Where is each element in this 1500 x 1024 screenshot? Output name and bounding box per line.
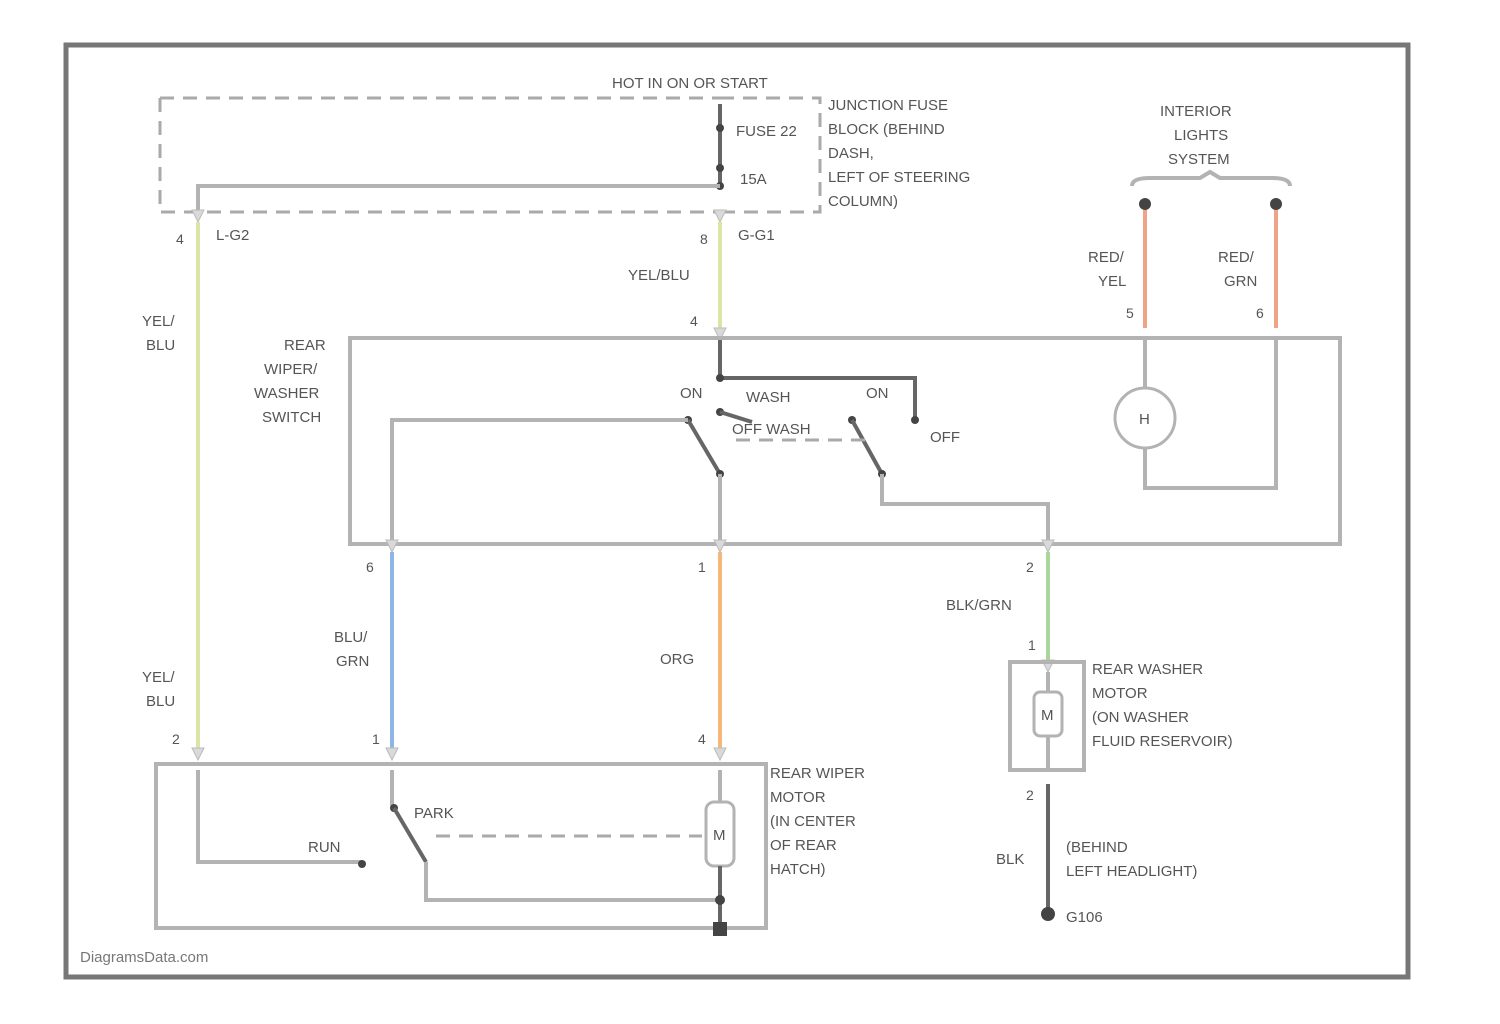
junction-box-line-4: LEFT OF STEERING [828, 169, 970, 186]
motor-run-contact [358, 860, 366, 868]
wire-label-red-yel-2: YEL [1098, 273, 1126, 290]
ground-point [1041, 907, 1055, 921]
pin-motor-mid: 1 [372, 731, 380, 747]
ground-location-line-2: LEFT HEADLIGHT) [1066, 863, 1197, 880]
switch-blade-2 [688, 420, 720, 474]
wire-label-yel-blu-bottom-2: BLU [146, 693, 175, 710]
wire-label-red-grn-1: RED/ [1218, 249, 1255, 266]
rear-wiper-motor-line-2: MOTOR [770, 789, 826, 806]
interior-lights-line-1: INTERIOR [1160, 103, 1232, 120]
switch-wire-to-pin2 [882, 474, 1048, 540]
wiper-motor-symbol-text: M [713, 827, 726, 844]
wire-label-org: ORG [660, 651, 694, 668]
rear-wiper-switch-line-4: SWITCH [262, 409, 321, 426]
interior-lights-brace [1132, 172, 1290, 186]
motor-node [715, 895, 725, 905]
rear-washer-motor-line-2: MOTOR [1092, 685, 1148, 702]
rear-washer-motor-line-3: (ON WASHER [1092, 709, 1189, 726]
switch-pos-off: OFF [930, 429, 960, 446]
pin-motor-right: 4 [698, 731, 706, 747]
pin-top-right: 8 [700, 231, 708, 247]
connector-left [192, 210, 204, 222]
pin-top-left: 4 [176, 231, 184, 247]
rear-wiper-motor-box [156, 764, 766, 928]
switch-node-feed [716, 374, 724, 382]
junction-box-line-1: JUNCTION FUSE [828, 97, 948, 114]
wire-label-red-grn-2: GRN [1224, 273, 1257, 290]
switch-contact-off [911, 416, 919, 424]
connector-motor-left [192, 748, 204, 760]
wire-label-blu-grn-1: BLU/ [334, 629, 368, 646]
pin-switch-bot-mid: 1 [698, 559, 706, 575]
switch-wire-to-pin6 [392, 420, 688, 540]
junction-box-line-3: DASH, [828, 145, 874, 162]
pin-interior-left: 5 [1126, 305, 1134, 321]
rear-wiper-motor-line-3: (IN CENTER [770, 813, 856, 830]
pin-switch-top: 4 [690, 313, 698, 329]
rear-wiper-motor-line-1: REAR WIPER [770, 765, 865, 782]
interior-lights-node-left [1139, 198, 1151, 210]
wire-label-blk: BLK [996, 851, 1024, 868]
rear-wiper-motor-line-5: HATCH) [770, 861, 826, 878]
interior-lights-line-2: LIGHTS [1174, 127, 1228, 144]
motor-ground-point [713, 922, 727, 936]
hot-in-label: HOT IN ON OR START [612, 75, 768, 92]
fuse-name-label: FUSE 22 [736, 123, 797, 140]
switch-blade-3 [852, 420, 882, 474]
wire-label-yel-blu-bottom-1: YEL/ [142, 669, 175, 686]
motor-run-label: RUN [308, 839, 341, 856]
rear-washer-motor-line-1: REAR WASHER [1092, 661, 1203, 678]
wire-label-yel-blu-top-2: BLU [146, 337, 175, 354]
wire-label-yel-blu-top-1: YEL/ [142, 313, 175, 330]
wire-label-yel-blu-right: YEL/BLU [628, 267, 690, 284]
motor-park-label: PARK [414, 805, 454, 822]
fuse-rating-label: 15A [740, 171, 767, 188]
wire-label-red-yel-1: RED/ [1088, 249, 1125, 266]
switch-pos-on2: ON [866, 385, 889, 402]
pin-interior-right: 6 [1256, 305, 1264, 321]
interior-lights-line-3: SYSTEM [1168, 151, 1230, 168]
fuse-node-mid [716, 164, 724, 172]
pin-motor-left: 2 [172, 731, 180, 747]
wire-label-blk-grn: BLK/GRN [946, 597, 1012, 614]
rear-washer-motor-line-4: FLUID RESERVOIR) [1092, 733, 1233, 750]
switch-pos-wash: WASH [746, 389, 790, 406]
motor-return-wire [426, 862, 720, 900]
rear-wiper-motor-line-4: OF REAR [770, 837, 837, 854]
switch-pos-on1: ON [680, 385, 703, 402]
connector-left-label: L-G2 [216, 227, 249, 244]
rear-wiper-switch-line-2: WIPER/ [264, 361, 318, 378]
junction-box-line-5: COLUMN) [828, 193, 898, 210]
switch-internal-feed [720, 340, 915, 418]
ground-location-line-1: (BEHIND [1066, 839, 1128, 856]
ground-id-label: G106 [1066, 909, 1103, 926]
wire-label-blu-grn-2: GRN [336, 653, 369, 670]
pin-switch-bot-right: 2 [1026, 559, 1034, 575]
pin-washer-top: 1 [1028, 637, 1036, 653]
fuse-node-top [716, 124, 724, 132]
connector-motor-right [714, 748, 726, 760]
pin-washer-bottom: 2 [1026, 787, 1034, 803]
rear-wiper-switch-line-3: WASHER [254, 385, 319, 402]
junction-box-line-2: BLOCK (BEHIND [828, 121, 945, 138]
feed-wire-left [198, 186, 720, 212]
watermark: DiagramsData.com [80, 949, 208, 966]
connector-right-label: G-G1 [738, 227, 775, 244]
fuse-block-dashed-box [720, 98, 820, 212]
switch-pos-off-wash: OFF WASH [732, 421, 811, 438]
pin-switch-bot-left: 6 [366, 559, 374, 575]
connector-motor-mid [386, 748, 398, 760]
indicator-lamp-symbol: H [1139, 411, 1150, 428]
rear-wiper-switch-line-1: REAR [284, 337, 326, 354]
rear-wiper-switch-box [350, 338, 1340, 544]
hot-bus-dashed [160, 98, 720, 212]
washer-motor-symbol-text: M [1041, 707, 1054, 724]
interior-lights-node-right [1270, 198, 1282, 210]
connector-right [714, 210, 726, 222]
